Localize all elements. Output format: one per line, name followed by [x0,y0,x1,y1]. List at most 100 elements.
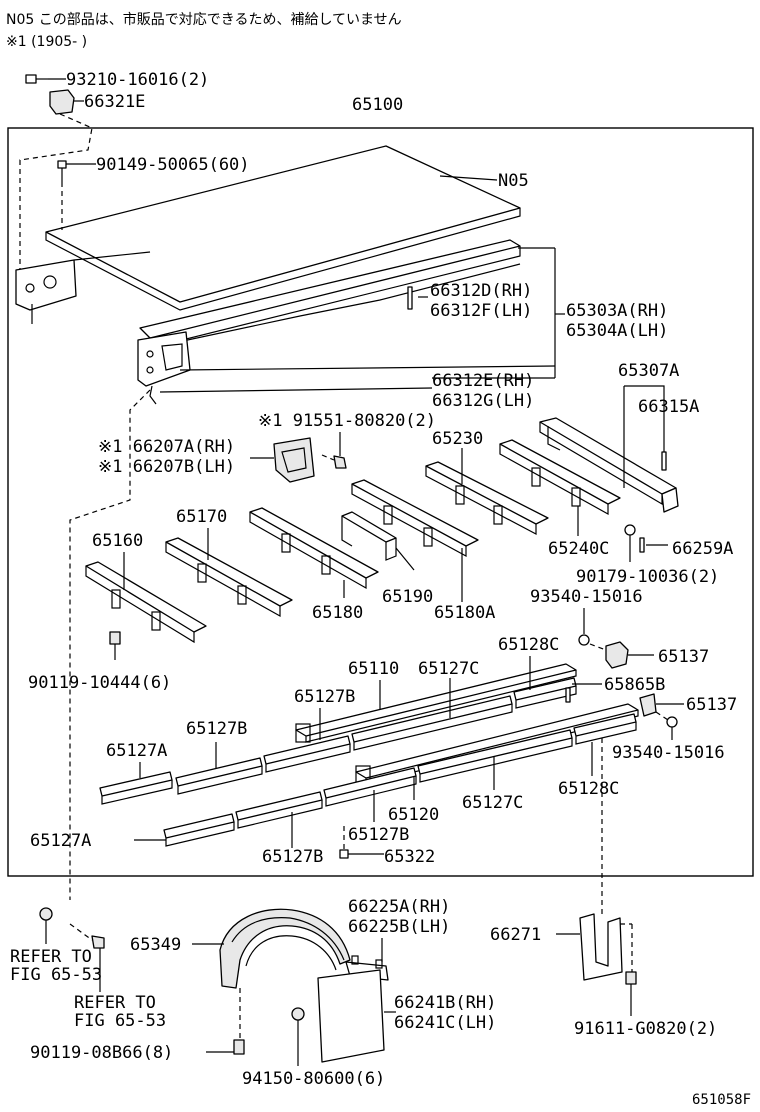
label-65127B-lower-a: 65127B [262,847,323,867]
label-refer-2b: FIG 65-53 [74,1011,166,1031]
screw-90149[interactable] [57,160,67,182]
strip-65128C-upper[interactable] [513,677,577,709]
label-refer-2a: REFER TO [74,993,156,1013]
rear-rail-65307A[interactable] [539,417,679,513]
pin-66312D[interactable] [407,286,413,310]
bolt-90119-10444[interactable] [109,631,121,660]
note-n05: N05 この部品は、市販品で対応できるため、補給していません [6,11,402,28]
label-65303A: 65303A(RH) [566,301,668,321]
label-94150: 94150-80600(6) [242,1069,385,1089]
mudguard-65349[interactable] [219,908,351,989]
label-65127A-upper: 65127A [106,741,167,761]
strip-65128C-lower[interactable] [573,713,637,745]
crossmember-65240C[interactable] [499,439,621,516]
label-65170: 65170 [176,507,227,527]
label-65128C-upper: 65128C [498,635,559,655]
hanger-66271[interactable] [579,913,623,981]
label-65180A: 65180A [434,603,495,623]
strip-65127C-upper[interactable] [351,695,513,751]
label-65137-upper: 65137 [658,647,709,667]
bolt-93540-lower[interactable] [666,716,678,728]
label-90119-10444: 90119-10444(6) [28,673,171,693]
bracket-65137-upper[interactable] [605,641,629,669]
crossmember-65180A[interactable] [351,479,479,558]
strip-65127C-lower[interactable] [417,729,573,783]
label-65127C-lower: 65127C [462,793,523,813]
label-65127C-upper: 65127C [418,659,479,679]
label-65349: 65349 [130,935,181,955]
crossmember-65190[interactable] [341,511,397,561]
nut-90179[interactable] [624,524,636,562]
note-asterisk: ※1 (1905- ) [6,34,87,50]
strip-65127B-upper-a[interactable] [175,757,263,795]
strip-65127B-lower-b[interactable] [323,767,417,807]
bolt-93540-upper[interactable] [578,634,590,646]
pin-66259A[interactable] [639,537,645,553]
strip-65127B-lower-a[interactable] [235,791,323,829]
label-N05: N05 [498,171,529,191]
pin-66315A[interactable] [661,451,667,471]
label-66225A: 66225A(RH) [348,897,450,917]
label-65240C: 65240C [548,539,609,559]
longitudinal-rail-65110[interactable] [295,663,577,743]
mudflap-66241B[interactable] [317,969,385,1063]
label-93210: 93210-16016(2) [66,70,209,90]
label-65127B-upper-a: 65127B [186,719,247,739]
label-66312F: 66312F(LH) [430,301,532,321]
label-90149: 90149-50065(60) [96,155,250,175]
label-65230: 65230 [432,429,483,449]
bracket-66207A[interactable] [273,437,315,483]
crossmember-65230[interactable] [425,461,549,535]
pin-66312E[interactable] [149,385,157,405]
label-65160: 65160 [92,531,143,551]
nut-94150[interactable] [291,1007,305,1021]
label-65304A: 65304A(LH) [566,321,668,341]
rail-end-bracket[interactable] [137,331,191,387]
label-66259A: 66259A [672,539,733,559]
label-65322: 65322 [384,847,435,867]
bracket-65137-lower[interactable] [639,693,657,717]
label-65865B: 65865B [604,675,665,695]
side-bracket-left[interactable] [15,259,77,324]
dashed-guide-top [19,113,93,270]
label-65127B-upper-b: 65127B [294,687,355,707]
front-rail-65303A[interactable] [139,239,521,349]
strip-65127A-lower[interactable] [163,813,235,847]
label-refer-1a: REFER TO [10,947,92,967]
label-65307A: 65307A [618,361,679,381]
dashed-guide-left [69,389,151,900]
label-65127B-lower-b: 65127B [348,825,409,845]
label-90119-08B66: 90119-08B66(8) [30,1043,173,1063]
floor-panel-N05[interactable] [45,145,521,311]
bolt-90119-08B66[interactable] [233,1039,245,1055]
bolt-93210[interactable] [25,74,48,84]
label-66312D: 66312D(RH) [430,281,532,301]
crossmember-65160[interactable] [85,561,207,644]
label-65100: 65100 [352,95,403,115]
strip-65127A-upper[interactable] [99,771,173,805]
bolt-left-refer[interactable] [91,935,105,949]
bolt-91551[interactable] [321,454,347,469]
label-66315A: 66315A [638,397,699,417]
label-65127A-lower: 65127A [30,831,91,851]
crossmember-65170[interactable] [165,537,293,618]
label-66207B: ※1 66207B(LH) [98,457,235,477]
label-66225B: 66225B(LH) [348,917,450,937]
label-65137-lower: 65137 [686,695,737,715]
strip-65127B-upper-b[interactable] [263,735,351,773]
pin-65865B[interactable] [565,687,571,703]
label-91551: ※1 91551-80820(2) [258,411,436,431]
bracket-66321E[interactable] [49,89,75,115]
label-66241B: 66241B(RH) [394,993,496,1013]
label-66271: 66271 [490,925,541,945]
label-65128C-lower: 65128C [558,779,619,799]
label-93540-lower: 93540-15016 [612,743,725,763]
screw-65322[interactable] [339,826,349,859]
label-65120: 65120 [388,805,439,825]
label-65110: 65110 [348,659,399,679]
crossmember-65180[interactable] [249,507,379,590]
bolt-91611[interactable] [625,971,637,985]
assembly-frame-65100 [7,127,754,877]
nut-left-refer[interactable] [39,907,53,921]
